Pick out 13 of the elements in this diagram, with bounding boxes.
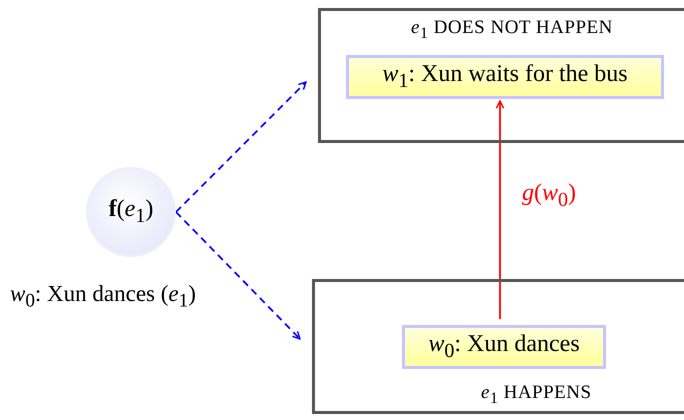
world-box [402, 325, 606, 369]
scenario-box [312, 279, 684, 414]
world-label: w$_{0}$: Xun dances [428, 331, 580, 363]
dashed-arrow [175, 211, 301, 340]
event-label: f(e$_{1}$) [108, 196, 154, 228]
scenario-heading: e$_{1}$ HAPPENS [481, 382, 592, 408]
dashed-arrow [175, 81, 307, 213]
world-caption: w$_{0}$: Xun dances (e$_{1}$) [10, 281, 196, 313]
arrow [496, 100, 504, 319]
world-label: w$_{1}$: Xun waits for the bus [382, 61, 628, 93]
scenario-box [318, 8, 684, 143]
world-box [346, 55, 664, 99]
scenario-heading: e$_{1}$ DOES NOT HAPPEN [411, 17, 613, 43]
